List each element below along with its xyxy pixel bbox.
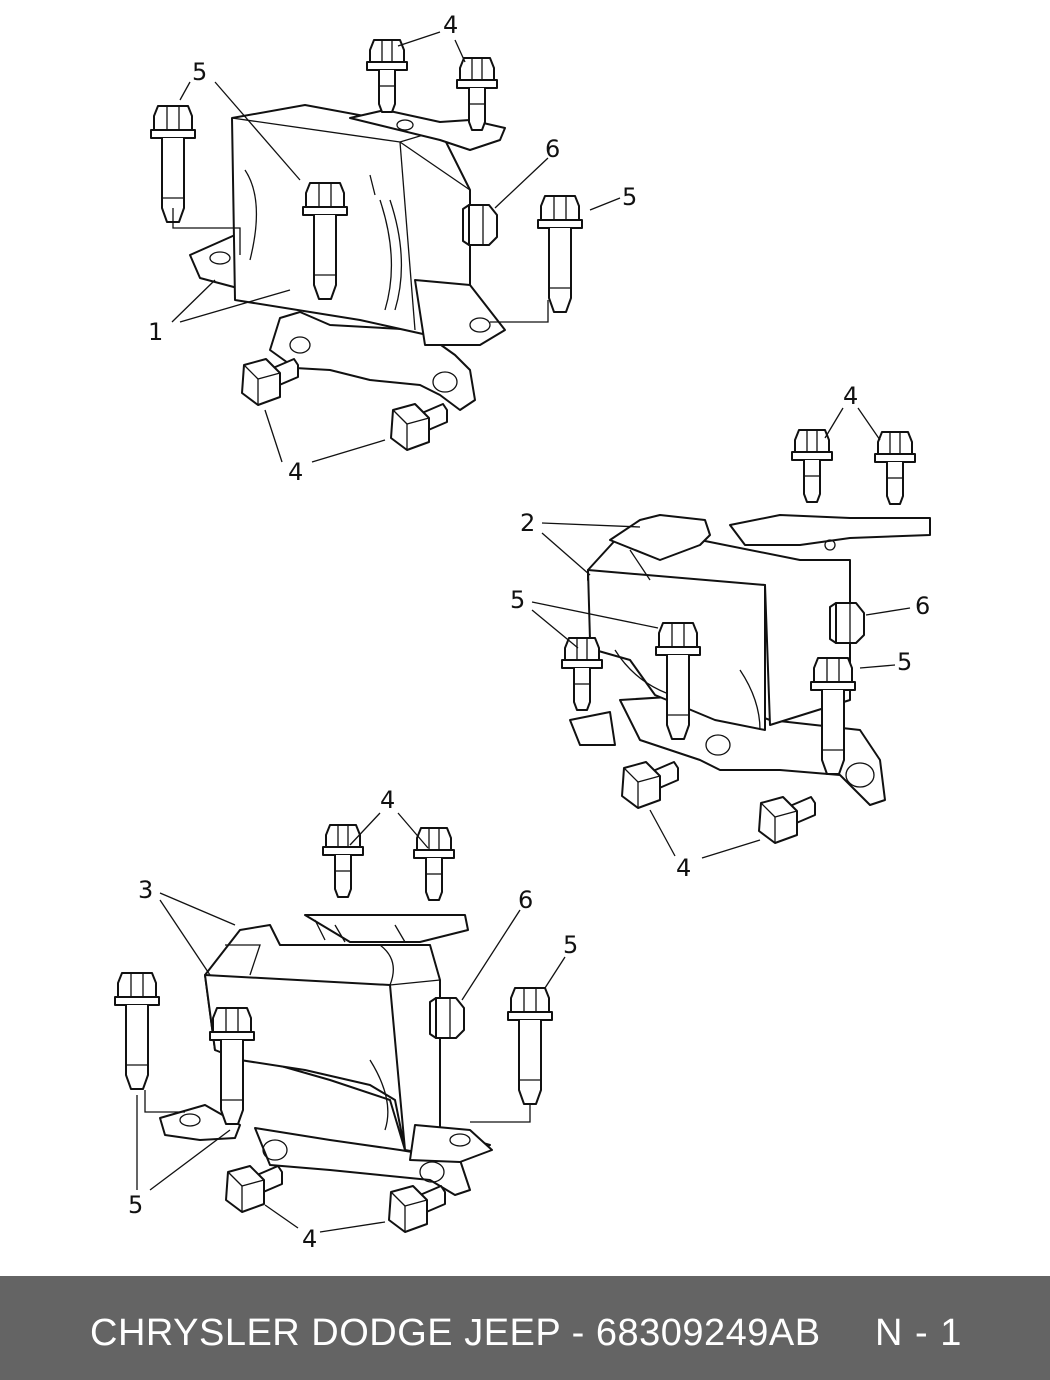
footer-bar: CHRYSLER DODGE JEEP - 68309249AB N - 1	[0, 1276, 1050, 1380]
bolt-5-left	[150, 105, 196, 223]
callout-5-right-2: 5	[897, 648, 912, 676]
nut-4d	[758, 796, 816, 844]
callout-5-left-2: 5	[510, 586, 525, 614]
exploded-parts-diagram: 4 5 6 5 1 4	[114, 11, 931, 1253]
callout-1: 1	[148, 318, 163, 346]
page-indicator: N - 1	[875, 1312, 963, 1354]
bolt-4e	[322, 824, 364, 898]
callout-5-left: 5	[192, 58, 207, 86]
mount-assembly-1: 4 5 6 5 1 4	[148, 11, 637, 486]
callout-4-top-2: 4	[843, 382, 858, 410]
callout-4-top-3: 4	[380, 786, 395, 814]
callout-5-left-3: 5	[128, 1191, 143, 1219]
callout-4-bottom-3: 4	[302, 1225, 317, 1253]
nut-4e	[225, 1165, 283, 1213]
callout-5-right: 5	[622, 183, 637, 211]
callout-4-top: 4	[443, 11, 458, 39]
bolt-4b	[456, 57, 498, 131]
callout-6-2: 6	[915, 592, 930, 620]
callout-6-3: 6	[518, 886, 533, 914]
bolt-5-right-3	[507, 987, 553, 1105]
nut-4f	[388, 1185, 446, 1233]
nut-4b	[390, 403, 448, 451]
callout-2: 2	[520, 509, 535, 537]
callout-4-bottom-2: 4	[676, 854, 691, 882]
callout-3: 3	[138, 876, 153, 904]
mount-assembly-2: 4 2 5 6 5 4	[510, 382, 931, 882]
callout-6: 6	[545, 135, 560, 163]
bolt-4c	[791, 429, 833, 503]
mount-assembly-3: 4 3 6 5 5 4	[114, 786, 578, 1253]
callout-5-right-3: 5	[563, 931, 578, 959]
bolt-4d	[874, 431, 916, 505]
nut-4c	[621, 761, 679, 809]
bolt-5-right	[537, 195, 583, 313]
bolt-5-left-3	[114, 972, 160, 1090]
part-number-title: CHRYSLER DODGE JEEP - 68309249AB	[90, 1312, 821, 1354]
callout-4-bottom: 4	[288, 458, 303, 486]
nut-4a	[241, 358, 299, 406]
bolt-4a	[366, 39, 408, 113]
